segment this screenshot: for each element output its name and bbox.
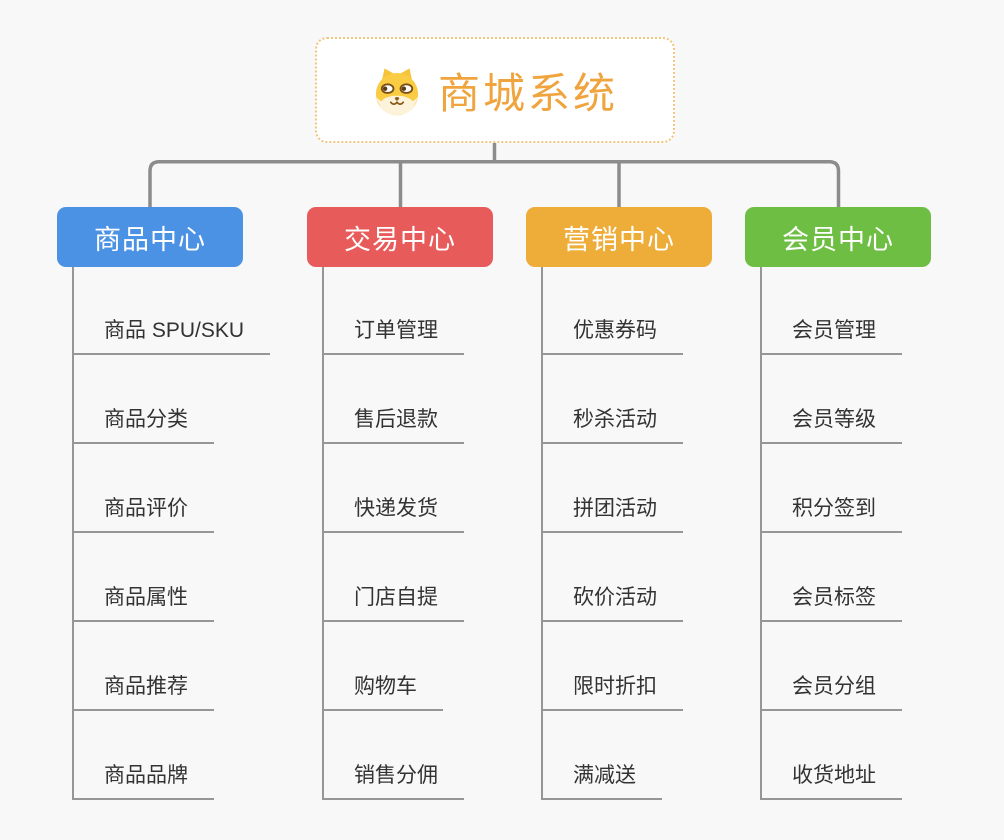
child-node-label: 积分签到 [762, 496, 902, 533]
child-node[interactable]: 商品分类 [74, 355, 214, 444]
child-node-label: 满减送 [543, 763, 662, 800]
child-node[interactable]: 商品评价 [74, 444, 214, 533]
child-node-label: 商品品牌 [74, 763, 214, 800]
child-node[interactable]: 砍价活动 [543, 533, 683, 622]
child-node[interactable]: 积分签到 [762, 444, 902, 533]
child-node[interactable]: 商品推荐 [74, 622, 214, 711]
branch-node-1[interactable]: 商品中心 [57, 207, 243, 267]
root-node[interactable]: 商城系统 [315, 37, 675, 143]
child-node[interactable]: 售后退款 [324, 355, 464, 444]
child-node-label: 砍价活动 [543, 585, 683, 622]
child-node-label: 会员标签 [762, 585, 902, 622]
branch-node-4[interactable]: 会员中心 [745, 207, 931, 267]
child-node[interactable]: 会员标签 [762, 533, 902, 622]
branch-column-4: 会员管理会员等级积分签到会员标签会员分组收货地址 [760, 267, 902, 800]
child-node[interactable]: 收货地址 [762, 711, 902, 800]
child-node[interactable]: 商品属性 [74, 533, 214, 622]
child-node[interactable]: 满减送 [543, 711, 662, 800]
branch-node-3[interactable]: 营销中心 [526, 207, 712, 267]
child-node-label: 订单管理 [324, 318, 464, 355]
child-node-label: 商品 SPU/SKU [74, 318, 271, 355]
child-node-label: 收货地址 [762, 763, 902, 800]
child-node[interactable]: 销售分佣 [324, 711, 464, 800]
child-node[interactable]: 限时折扣 [543, 622, 683, 711]
branch-rail-line [148, 160, 841, 208]
child-node-label: 会员等级 [762, 407, 902, 444]
root-title: 商城系统 [437, 69, 618, 117]
child-node[interactable]: 会员等级 [762, 355, 902, 444]
child-node-label: 秒杀活动 [543, 407, 683, 444]
child-node-label: 会员分组 [762, 674, 902, 711]
child-node-label: 会员管理 [762, 318, 902, 355]
branch-node-2[interactable]: 交易中心 [307, 207, 493, 267]
child-node[interactable]: 会员管理 [762, 267, 902, 355]
child-node[interactable]: 订单管理 [324, 267, 464, 355]
child-node-label: 门店自提 [324, 585, 464, 622]
child-node[interactable]: 购物车 [324, 622, 443, 711]
branch-column-1: 商品 SPU/SKU 商品分类商品评价商品属性商品推荐商品品牌 [72, 267, 271, 800]
child-node[interactable]: 商品 SPU/SKU [74, 267, 271, 355]
child-node-label: 商品推荐 [74, 674, 214, 711]
child-node-label: 商品分类 [74, 407, 214, 444]
child-node[interactable]: 门店自提 [324, 533, 464, 622]
child-node[interactable]: 拼团活动 [543, 444, 683, 533]
branch-column-3: 优惠券码秒杀活动拼团活动砍价活动限时折扣满减送 [541, 267, 683, 800]
child-node-label: 购物车 [324, 674, 443, 711]
child-node[interactable]: 会员分组 [762, 622, 902, 711]
child-node[interactable]: 秒杀活动 [543, 355, 683, 444]
child-node-label: 商品评价 [74, 496, 214, 533]
child-node-label: 拼团活动 [543, 496, 683, 533]
child-node-label: 销售分佣 [324, 763, 464, 800]
child-node-label: 快递发货 [324, 496, 464, 533]
child-node-label: 商品属性 [74, 585, 214, 622]
branch-column-2: 订单管理售后退款快递发货门店自提购物车销售分佣 [322, 267, 464, 800]
child-node[interactable]: 快递发货 [324, 444, 464, 533]
child-node[interactable]: 商品品牌 [74, 711, 214, 800]
dog-face-icon [375, 68, 419, 116]
child-node[interactable]: 优惠券码 [543, 267, 683, 355]
child-node-label: 售后退款 [324, 407, 464, 444]
child-node-label: 优惠券码 [543, 318, 683, 355]
child-node-label: 限时折扣 [543, 674, 683, 711]
